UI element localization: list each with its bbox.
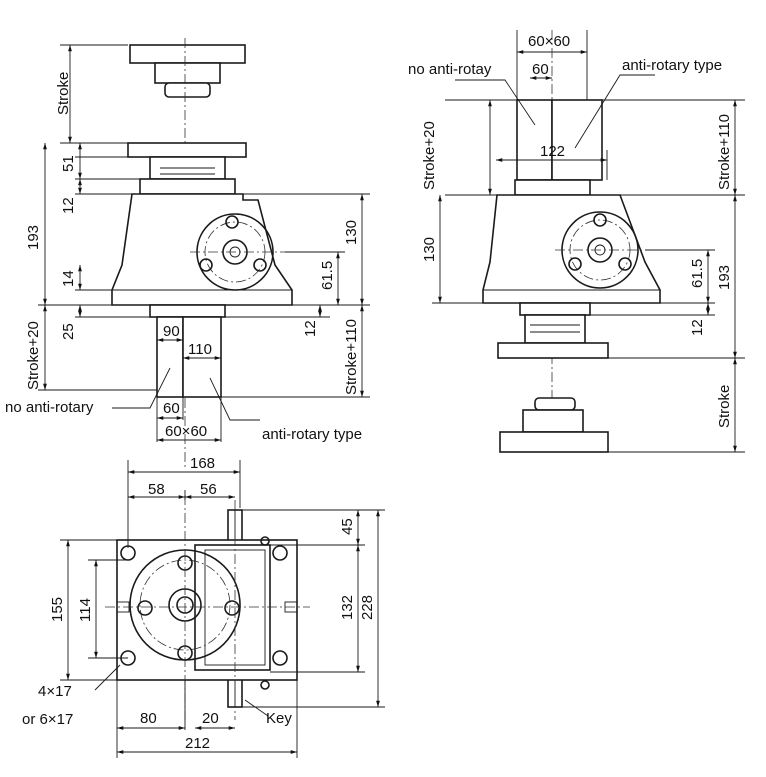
left-dim-60: 60: [163, 400, 180, 417]
right-no-anti-rotay: no anti-rotay: [408, 61, 492, 78]
plan-dim-114: 114: [77, 598, 94, 622]
plan-dim-20: 20: [202, 710, 219, 727]
plan-dim-45: 45: [339, 518, 356, 535]
plan-holes-6x17: or 6×17: [22, 711, 73, 728]
plan-dim-56: 56: [200, 481, 217, 498]
left-elevation-labels: Stroke 51 12 193 14 130 61.5 Stroke+20 2…: [5, 72, 362, 443]
plan-dim-212: 212: [185, 735, 210, 752]
left-dim-130: 130: [343, 220, 360, 245]
left-dim-110: 110: [188, 341, 212, 358]
left-stroke-plus-110: Stroke+110: [343, 319, 360, 395]
left-dim-12-top: 12: [60, 197, 77, 214]
right-elevation-view: [432, 30, 745, 453]
right-stroke-plus-20: Stroke+20: [421, 121, 438, 190]
plan-dim-228: 228: [359, 595, 376, 620]
right-dim-60: 60: [532, 61, 549, 78]
right-dim-61-5: 61.5: [689, 259, 706, 288]
plan-dim-155: 155: [49, 597, 66, 622]
left-dim-60x60: 60×60: [165, 423, 207, 440]
left-dim-90: 90: [163, 323, 180, 340]
right-dim-60x60: 60×60: [528, 33, 570, 50]
left-elevation-view: [38, 38, 370, 470]
right-dim-122: 122: [540, 143, 565, 160]
left-no-anti-rotary: no anti-rotary: [5, 399, 94, 416]
left-dim-51: 51: [60, 155, 77, 172]
left-anti-rotary-type: anti-rotary type: [262, 426, 362, 443]
left-stroke-plus-20: Stroke+20: [25, 321, 42, 390]
right-anti-rotary-type: anti-rotary type: [622, 57, 722, 74]
left-dim-61-5: 61.5: [319, 261, 336, 290]
plan-dim-80: 80: [140, 710, 157, 727]
right-stroke-label: Stroke: [716, 385, 733, 428]
plan-view: [60, 460, 385, 758]
plan-view-labels: 168 58 56 45 155 114 132 228 4×17 or 6×1…: [22, 455, 376, 752]
left-dim-12-bottom: 12: [302, 320, 319, 337]
right-dim-12: 12: [689, 319, 706, 336]
left-stroke-label: Stroke: [55, 72, 72, 115]
plan-key-label: Key: [266, 710, 292, 727]
plan-dim-132: 132: [339, 595, 356, 620]
plan-dim-58: 58: [148, 481, 165, 498]
left-dim-25: 25: [60, 323, 77, 340]
right-dim-130: 130: [421, 237, 438, 262]
plan-holes-4x17: 4×17: [38, 683, 72, 700]
left-dim-14: 14: [60, 270, 77, 287]
right-dim-193: 193: [716, 265, 733, 290]
plan-dim-168: 168: [190, 455, 215, 472]
right-elevation-labels: 60×60 no anti-rotay 60 anti-rotary type …: [408, 33, 733, 428]
left-dim-193: 193: [25, 225, 42, 250]
right-stroke-plus-110: Stroke+110: [716, 114, 733, 190]
